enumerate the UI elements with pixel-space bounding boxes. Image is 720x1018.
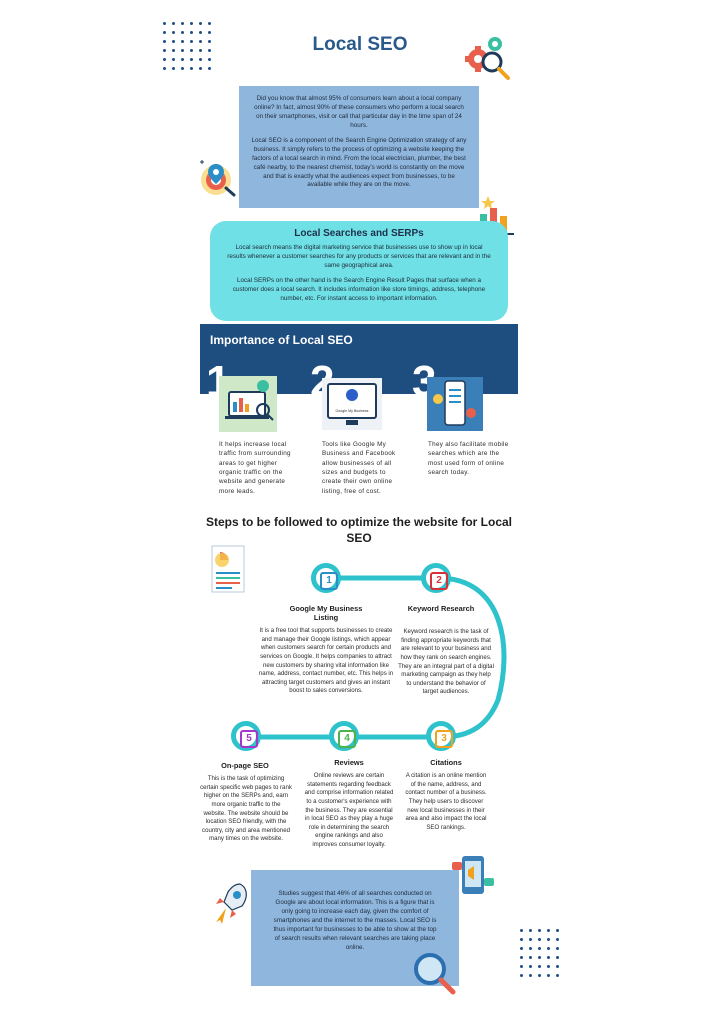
importance-text-3: They also facilitate mobile searches whi… <box>428 441 509 476</box>
step-5-title: On-page SEO <box>221 761 269 770</box>
magnifier-icon <box>414 953 456 995</box>
intro-paragraph-1: Did you know that almost 95% of consumer… <box>254 95 464 129</box>
step-1-title: Google My Business Listing <box>289 604 363 622</box>
mobile-search-icon <box>427 377 483 431</box>
document-chart-icon <box>211 545 245 593</box>
step-4-title: Reviews <box>334 758 364 767</box>
intro-box: Did you know that almost 95% of consumer… <box>239 86 479 208</box>
step-4-number: 4 <box>338 730 356 748</box>
phone-megaphone-icon <box>452 856 494 894</box>
step-2-circle: 2 <box>421 563 451 593</box>
page-title: Local SEO <box>312 34 408 55</box>
step-2-text: Keyword research is the task of finding … <box>398 628 494 696</box>
steps-heading: Steps to be followed to optimize the web… <box>205 515 513 545</box>
importance-heading: Importance of Local SEO <box>210 333 353 347</box>
step-1-text: It is a free tool that supports business… <box>258 627 394 695</box>
importance-text-2: Tools like Google My Business and Facebo… <box>322 441 396 495</box>
serps-box: Local Searches and SERPs Local search me… <box>210 221 508 321</box>
step-3-title: Citations <box>430 758 462 767</box>
step-5-text: This is the task of optimizing certain s… <box>200 775 292 843</box>
step-2-title: Keyword Research <box>407 604 475 613</box>
step-5-number: 5 <box>240 730 258 748</box>
laptop-analytics-icon <box>219 376 277 432</box>
step-4-text: Online reviews are certain statements re… <box>304 772 394 849</box>
google-my-business-icon: Google My Business <box>322 378 382 430</box>
step-1-circle: 1 <box>311 563 341 593</box>
location-target-icon <box>200 160 236 197</box>
gmb-label: Google My Business <box>336 409 369 413</box>
importance-text-1: It helps increase local traffic from sur… <box>219 441 291 495</box>
intro-paragraph-2: Local SEO is a component of the Search E… <box>251 136 467 189</box>
step-3-number: 3 <box>435 730 453 748</box>
serps-paragraph-1: Local search means the digital marketing… <box>227 244 491 270</box>
step-3-text: A citation is an online mention of the n… <box>405 772 487 831</box>
step-1-number: 1 <box>320 572 338 590</box>
rocket-icon <box>216 883 247 924</box>
serps-heading: Local Searches and SERPs <box>294 228 424 239</box>
step-5-circle: 5 <box>231 721 261 751</box>
gear-magnifier-icon <box>465 37 510 80</box>
step-3-circle: 3 <box>426 721 456 751</box>
dot-grid-bottom-right <box>520 929 559 977</box>
dot-grid-top-left <box>163 22 211 70</box>
serps-paragraph-2: Local SERPs on the other hand is the Sea… <box>232 277 486 302</box>
final-text: Studies suggest that 46% of all searches… <box>273 890 437 951</box>
step-2-number: 2 <box>430 572 448 590</box>
step-4-circle: 4 <box>329 721 359 751</box>
